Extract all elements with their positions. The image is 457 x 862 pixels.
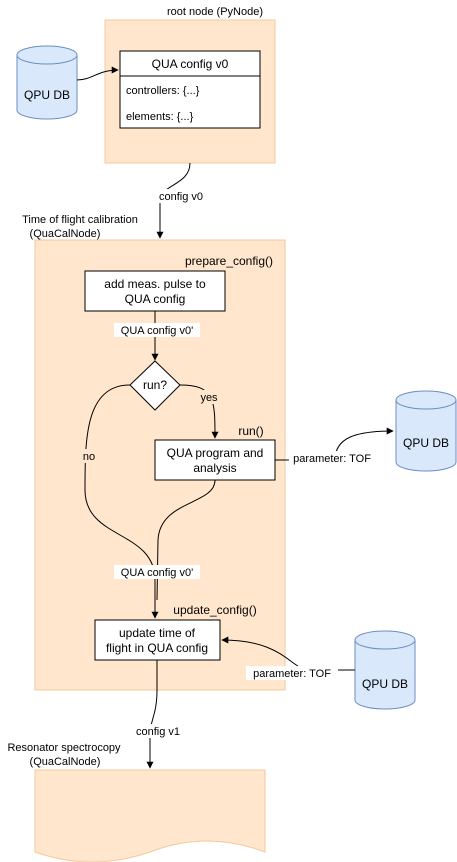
param-tof-in-label: parameter: TOF	[253, 668, 331, 680]
run-box-line1: QUA program and	[167, 446, 264, 460]
prepare-config-line1: add meas. pulse to	[104, 277, 206, 291]
qua-config-v0-header: QUA config v0	[152, 57, 229, 71]
run-label: run()	[238, 424, 263, 438]
prepare-config-line2: QUA config	[125, 292, 186, 306]
resonator-node-container	[34, 769, 266, 862]
qua-config-v0-prime-bottom-bg	[114, 565, 200, 579]
resonator-node-title: Resonator spectrocopy	[7, 742, 121, 754]
edge-no	[84, 384, 159, 619]
param-tof-in-bg	[246, 666, 338, 680]
qpu-db-right-middle: QPU DB	[395, 390, 457, 472]
param-tof-out-label: parameter: TOF	[293, 453, 371, 465]
config-v1-label: config v1	[136, 726, 180, 738]
yes-label: yes	[200, 392, 218, 404]
no-label-bg	[80, 449, 98, 463]
resonator-node-subtitle: (QuaCalNode)	[30, 756, 101, 768]
qua-config-v0-prime-top-bg	[114, 323, 200, 337]
edge-run-to-update	[156, 479, 216, 601]
qpu-db-top-left: QPU DB	[16, 45, 78, 120]
tof-node-subtitle: (QuaCalNode)	[30, 228, 101, 240]
run-box-line2: analysis	[193, 461, 236, 475]
update-config-box	[94, 619, 221, 661]
qpu-db-right-bottom: QPU DB	[354, 630, 416, 710]
edge-db-to-config	[76, 66, 119, 81]
qua-config-v0-prime-top-label: QUA config v0'	[121, 325, 193, 337]
config-v0-label-bg	[152, 189, 210, 203]
qua-config-elements-row: elements: {...}	[126, 111, 194, 123]
qpu-db-right-bottom-label: QPU DB	[362, 677, 408, 691]
config-v0-label: config v0	[159, 191, 203, 203]
yes-label-bg	[198, 390, 220, 404]
prepare-config-label: prepare_config()	[185, 254, 273, 268]
no-label: no	[83, 451, 95, 463]
qpu-db-top-left-label: QPU DB	[24, 88, 70, 102]
update-config-label: update_config()	[173, 603, 256, 617]
qua-config-v0-prime-bottom-label: QUA config v0'	[121, 567, 193, 579]
param-tof-out-bg	[289, 451, 375, 465]
root-node-title: root node (PyNode)	[167, 6, 263, 18]
config-v1-label-bg	[128, 724, 188, 738]
run-decision-label: run?	[143, 378, 167, 392]
qpu-db-right-middle-label: QPU DB	[403, 436, 449, 450]
qua-config-controllers-row: controllers: {...}	[126, 85, 200, 97]
update-config-line1: update time of	[119, 626, 196, 640]
update-config-line2: flight in QUA config	[106, 641, 208, 655]
qua-config-v0-box	[119, 50, 261, 129]
run-decision-diamond	[129, 360, 181, 411]
tof-node-title: Time of flight calibration	[22, 214, 138, 226]
